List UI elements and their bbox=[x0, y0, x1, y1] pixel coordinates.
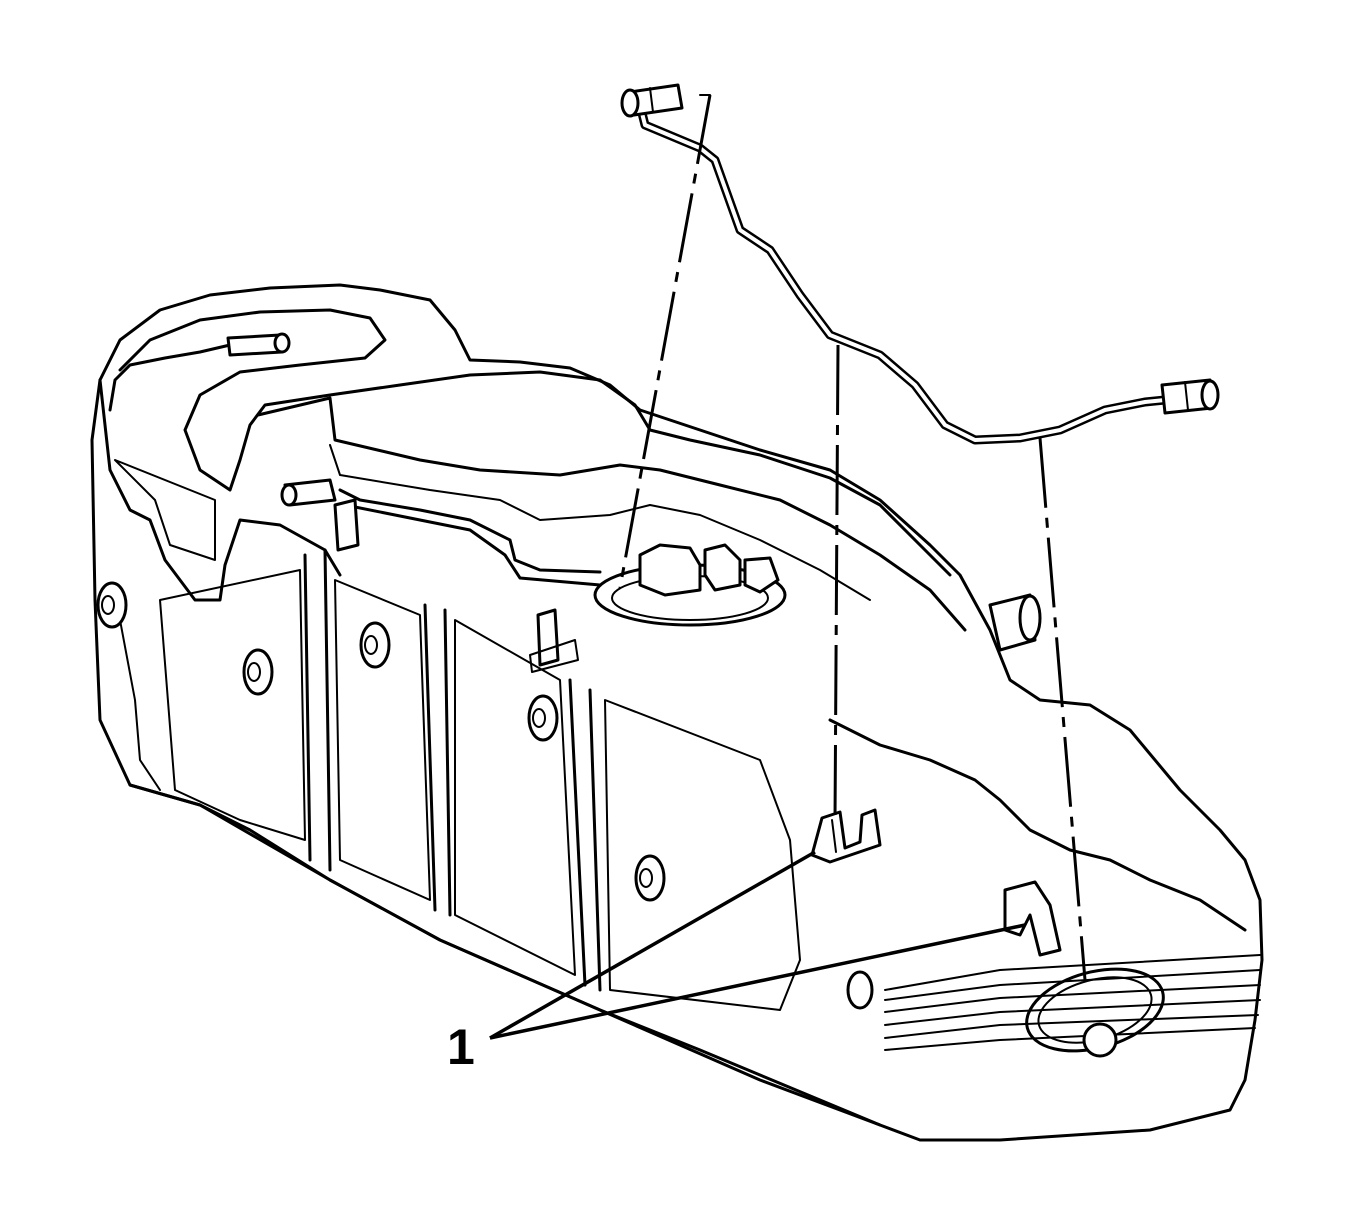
callout-label-1: 1 bbox=[447, 1019, 475, 1075]
callout-leader-1 bbox=[489, 850, 816, 1040]
tank-bottom-edge bbox=[128, 783, 882, 1127]
callout-leader-1 bbox=[489, 923, 1026, 1040]
strap-middle bbox=[423, 603, 452, 917]
tank-top-surface bbox=[118, 308, 952, 577]
vapor-line bbox=[108, 343, 232, 412]
mounting-boss bbox=[242, 648, 274, 696]
mounting-boss bbox=[846, 970, 874, 1010]
strap-left bbox=[303, 548, 332, 872]
line-retaining-clip bbox=[529, 608, 579, 673]
line-retaining-clip bbox=[333, 498, 360, 552]
mounting-boss bbox=[96, 581, 128, 629]
tank-ridge-inner bbox=[329, 444, 871, 601]
tank-outlet-fitting bbox=[988, 593, 1042, 652]
tank-left-end bbox=[98, 378, 342, 602]
filler-neck-ring bbox=[1025, 967, 1165, 1058]
assembly-guide-line bbox=[618, 94, 712, 589]
fuel-line-clip-front bbox=[810, 808, 882, 864]
fuel-line-clip-rear bbox=[1003, 880, 1062, 957]
vapor-line-connector bbox=[226, 332, 291, 357]
fuel-feed-pipe bbox=[635, 100, 1170, 445]
mounting-boss bbox=[359, 621, 391, 669]
pipe-connector-rear bbox=[1160, 378, 1220, 415]
fuel-pump-module bbox=[593, 543, 787, 627]
mounting-boss bbox=[527, 694, 559, 742]
tank-ridge-upper bbox=[256, 396, 967, 632]
strap-right bbox=[568, 678, 602, 992]
pipe-connector-front bbox=[620, 83, 684, 118]
rear-ribbed-panel bbox=[884, 954, 1261, 1051]
assembly-guide-line bbox=[833, 344, 840, 821]
tank-fuel-line bbox=[338, 488, 602, 574]
left-fitting bbox=[280, 478, 337, 507]
mounting-boss bbox=[634, 854, 666, 902]
tank-right-end bbox=[828, 718, 1247, 932]
assembly-guide-line bbox=[1038, 437, 1087, 981]
